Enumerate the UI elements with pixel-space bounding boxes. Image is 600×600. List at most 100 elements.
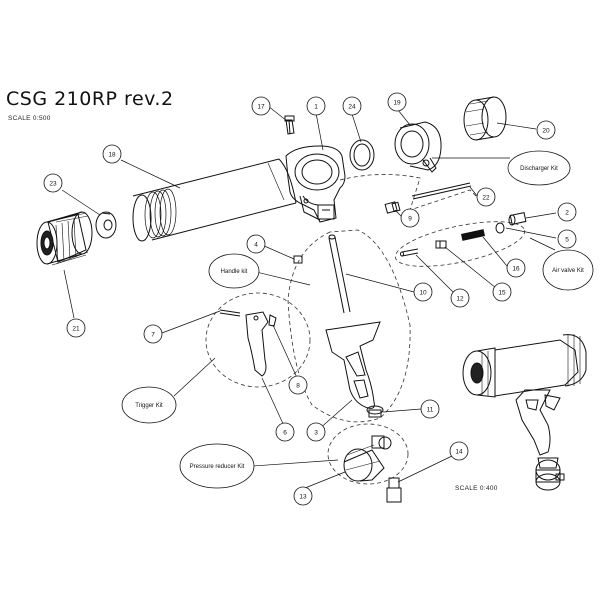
- callout-circle-13: [293, 486, 313, 506]
- leader-2: [525, 212, 557, 219]
- callout-14: 14: [455, 449, 463, 456]
- handle-kit-label: Handle kit: [221, 269, 248, 275]
- leader-3: [317, 399, 353, 431]
- scale-label-top: SCALE 0:500: [8, 115, 51, 122]
- leader-4: [261, 244, 295, 260]
- leader-22: [469, 186, 479, 198]
- leader-trigger-kit: [173, 357, 216, 397]
- part-5-o-ring: [495, 222, 505, 234]
- callout-circle-9: [400, 208, 420, 228]
- trigger-kit-bubble: [121, 386, 177, 424]
- leader-15: [444, 246, 497, 289]
- part-17-pin: [284, 115, 295, 135]
- callout-17: 17: [257, 104, 265, 111]
- part-1-head: [285, 145, 346, 223]
- leader-17: [267, 105, 288, 122]
- leader-air-valve: [529, 237, 556, 251]
- page-title: CSG 210RP rev.2: [6, 88, 174, 110]
- callout-circle-4: [246, 234, 266, 254]
- callout-10: 10: [419, 290, 427, 297]
- callout-circle-6: [275, 422, 295, 442]
- assembled-gun-view: [462, 334, 587, 491]
- callout-circle-12: [450, 288, 470, 308]
- callout-16: 16: [512, 266, 520, 273]
- callout-8: 8: [296, 383, 300, 390]
- discharger-kit-outline: [339, 174, 481, 211]
- handle-kit-outline: [287, 229, 411, 423]
- callout-circle-8: [288, 375, 308, 395]
- callout-22: 22: [482, 195, 490, 202]
- callout-21: 21: [72, 326, 80, 333]
- scale-label-bottom: SCALE 0:400: [455, 485, 498, 492]
- callout-circle-17: [251, 96, 271, 116]
- part-10-tie-rod: [328, 234, 351, 314]
- trigger-kit-outline: [205, 292, 311, 388]
- discharger-kit-label: Discharger Kit: [520, 166, 558, 172]
- callout-circle-11: [420, 399, 440, 419]
- part-12-pin: [400, 248, 419, 257]
- leader-9: [394, 209, 403, 218]
- leader-8: [272, 324, 299, 381]
- leader-11: [382, 408, 422, 413]
- part-24-ring: [349, 139, 375, 171]
- leader-21: [63, 269, 75, 319]
- callout-3: 3: [314, 430, 318, 437]
- leader-10: [345, 273, 415, 293]
- callout-24: 24: [348, 104, 356, 111]
- leader-12: [415, 254, 456, 295]
- callout-circle-22: [476, 187, 496, 207]
- leader-23: [61, 189, 101, 216]
- callout-13: 13: [299, 494, 307, 501]
- callout-11: 11: [427, 407, 434, 414]
- part-22-rod: [411, 182, 472, 200]
- callout-circle-23: [43, 173, 63, 193]
- part-20-nut: [463, 96, 507, 141]
- callout-12: 12: [456, 296, 464, 303]
- leader-19: [397, 109, 411, 126]
- handle-kit-bubble: [208, 253, 260, 289]
- part-2-air-fitting: [508, 212, 527, 226]
- callout-2: 2: [565, 210, 569, 217]
- callout-circle-7: [143, 324, 163, 344]
- callout-circle-20: [536, 120, 556, 140]
- part-19-discharger: [394, 121, 442, 173]
- leader-14: [397, 455, 453, 483]
- leader-7: [161, 310, 221, 334]
- part-18-barrel: [132, 158, 297, 242]
- air-valve-kit-bubble: [542, 249, 594, 291]
- part-16-spring: [461, 229, 485, 241]
- air-valve-kit-outline: [394, 221, 526, 267]
- trigger-kit-label: Trigger Kit: [135, 403, 163, 409]
- callout-19: 19: [393, 100, 401, 107]
- callout-23: 23: [49, 181, 57, 188]
- callout-circle-5: [557, 229, 577, 249]
- callout-circle-1: [306, 96, 326, 116]
- leader-13: [299, 471, 346, 491]
- callout-circle-14: [449, 441, 469, 461]
- callout-7: 7: [151, 332, 155, 339]
- leader-24: [351, 113, 362, 143]
- leader-pressure-kit: [252, 459, 339, 467]
- leader-5: [505, 227, 557, 239]
- callout-circle-21: [66, 318, 86, 338]
- callout-circle-18: [102, 144, 122, 164]
- callout-circle-24: [342, 96, 362, 116]
- callout-18: 18: [108, 152, 116, 159]
- callout-5: 5: [565, 237, 569, 244]
- part-23-washer: [95, 211, 117, 239]
- callout-circle-10: [413, 282, 433, 302]
- callout-circle-19: [387, 92, 407, 112]
- part-13-reducer-knob: [343, 435, 392, 482]
- callout-circle-2: [557, 202, 577, 222]
- callout-6: 6: [283, 430, 287, 437]
- leader-18: [120, 159, 181, 189]
- callout-circle-16: [506, 258, 526, 278]
- callout-circle-15: [492, 282, 512, 302]
- pressure-reducer-kit-bubble: [179, 443, 255, 489]
- part-8-screw: [268, 314, 277, 327]
- callout-15: 15: [498, 290, 506, 297]
- leader-16: [482, 236, 508, 267]
- part-15-screw: [435, 240, 447, 249]
- part-14-fitting: [386, 477, 402, 503]
